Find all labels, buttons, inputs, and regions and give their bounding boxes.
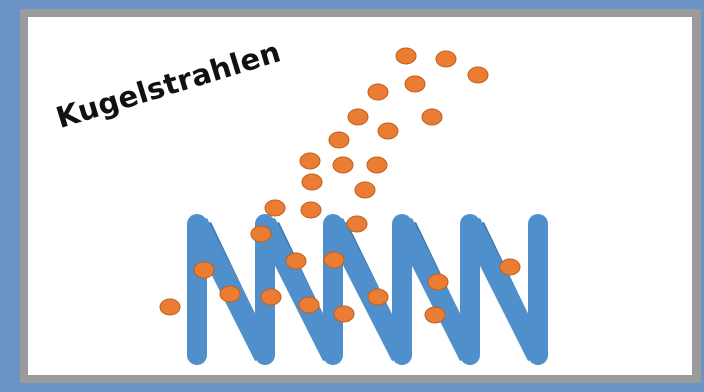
- shot-ball: [395, 47, 417, 65]
- slide-frame: Kugelstrahlen: [20, 9, 701, 383]
- shot-ball: [159, 298, 181, 316]
- shot-ball: [250, 225, 272, 243]
- shot-ball: [499, 258, 521, 276]
- shot-ball: [332, 156, 354, 174]
- shot-ball: [285, 252, 307, 270]
- shot-ball: [354, 181, 376, 199]
- shot-ball: [377, 122, 399, 140]
- shot-ball: [367, 83, 389, 101]
- shot-ball: [421, 108, 443, 126]
- shot-ball: [260, 288, 282, 306]
- shot-ball: [264, 199, 286, 217]
- shot-ball: [219, 285, 241, 303]
- coil-spring-icon: [187, 214, 548, 365]
- shot-ball: [300, 201, 322, 219]
- shot-ball: [193, 261, 215, 279]
- spring-front-coil: [255, 218, 343, 361]
- diagram-canvas: Kugelstrahlen: [28, 17, 692, 375]
- shot-ball: [333, 305, 355, 323]
- shot-ball: [328, 131, 350, 149]
- shot-ball: [367, 288, 389, 306]
- shot-ball: [427, 273, 449, 291]
- steel-shot-group: [159, 47, 521, 324]
- shot-ball: [323, 251, 345, 269]
- shot-ball: [467, 66, 489, 84]
- shot-ball: [424, 306, 446, 324]
- shot-peening-diagram: [159, 47, 548, 365]
- shot-ball: [298, 296, 320, 314]
- shot-ball: [301, 173, 323, 191]
- spring-front-coil: [323, 218, 412, 361]
- shot-ball: [404, 75, 426, 93]
- shot-ball: [299, 152, 321, 170]
- shot-ball: [435, 50, 457, 68]
- shot-ball: [366, 156, 388, 174]
- shot-ball: [347, 108, 369, 126]
- spring-front-coil: [460, 218, 548, 361]
- shot-ball: [346, 215, 368, 233]
